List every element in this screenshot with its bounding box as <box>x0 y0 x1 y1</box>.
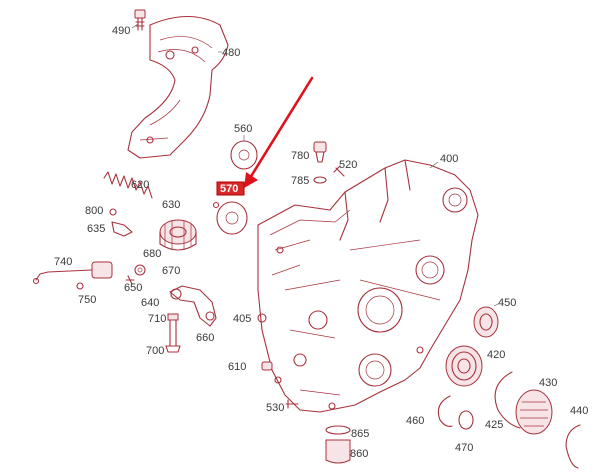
label-860: 860 <box>350 448 368 460</box>
label-460: 460 <box>406 415 424 427</box>
part-630-bracket <box>111 221 133 237</box>
label-785: 785 <box>291 175 309 187</box>
part-405-oring <box>257 313 267 323</box>
label-450: 450 <box>498 297 516 309</box>
label-670: 670 <box>162 265 180 277</box>
label-440: 440 <box>570 405 588 417</box>
label-530: 530 <box>266 402 284 414</box>
label-620: 620 <box>131 179 149 191</box>
part-490-bolt <box>134 9 146 31</box>
leader-400 <box>429 161 439 169</box>
label-490: 490 <box>112 25 130 37</box>
label-750: 750 <box>78 294 96 306</box>
part-750-screw <box>76 282 84 290</box>
part-530-bolt <box>285 399 299 409</box>
label-660: 660 <box>196 332 214 344</box>
label-780: 780 <box>291 150 309 162</box>
highlight-570: 570 <box>216 181 245 196</box>
label-405: 405 <box>233 313 251 325</box>
label-650: 650 <box>124 282 142 294</box>
part-700-bolt <box>165 313 181 353</box>
part-480-cover <box>127 16 229 159</box>
label-520: 520 <box>339 159 357 171</box>
part-610-plug <box>261 361 273 371</box>
label-400: 400 <box>440 153 458 165</box>
part-520-pin <box>333 165 345 177</box>
part-430-screen <box>515 389 553 435</box>
label-740: 740 <box>54 256 72 268</box>
part-670-washer <box>134 264 146 276</box>
leader-490 <box>131 23 139 29</box>
label-430: 430 <box>539 377 557 389</box>
part-650-bolt <box>125 275 135 285</box>
part-785-oring <box>313 176 327 184</box>
label-610: 610 <box>228 361 246 373</box>
label-865: 865 <box>351 428 369 440</box>
part-635-fitting <box>109 208 117 216</box>
label-480: 480 <box>222 47 240 59</box>
part-420-bearing <box>445 345 483 387</box>
leader-450 <box>493 303 499 307</box>
label-630: 635 <box>87 223 105 235</box>
label-470: 470 <box>455 442 473 454</box>
part-620-spring <box>103 171 153 199</box>
part-470-washer <box>458 410 474 430</box>
label-635: 800 <box>85 205 103 217</box>
part-640-660-arm <box>169 285 217 327</box>
part-560-plate <box>230 140 258 170</box>
label-700: 700 <box>146 345 164 357</box>
label-560: 560 <box>234 123 252 135</box>
callout-arrow <box>244 76 314 188</box>
part-460-clip <box>437 395 453 427</box>
part-400-housing <box>257 159 479 413</box>
part-780-sensor <box>313 141 327 163</box>
part-800-sprocket <box>159 219 197 251</box>
label-425: 425 <box>485 419 503 431</box>
part-570-plate <box>212 201 248 235</box>
part-865-cap <box>325 425 351 435</box>
part-740-sensor <box>32 261 113 285</box>
part-425-snapring <box>494 371 521 429</box>
label-680: 680 <box>143 248 161 260</box>
label-640: 640 <box>141 297 159 309</box>
label-420: 420 <box>487 349 505 361</box>
highlight-570-label: 570 <box>220 183 238 195</box>
part-440-ring <box>565 424 581 469</box>
part-450-seal <box>473 306 499 338</box>
label-800: 630 <box>162 199 180 211</box>
label-710: 710 <box>148 313 166 325</box>
part-860-filter <box>325 439 351 464</box>
